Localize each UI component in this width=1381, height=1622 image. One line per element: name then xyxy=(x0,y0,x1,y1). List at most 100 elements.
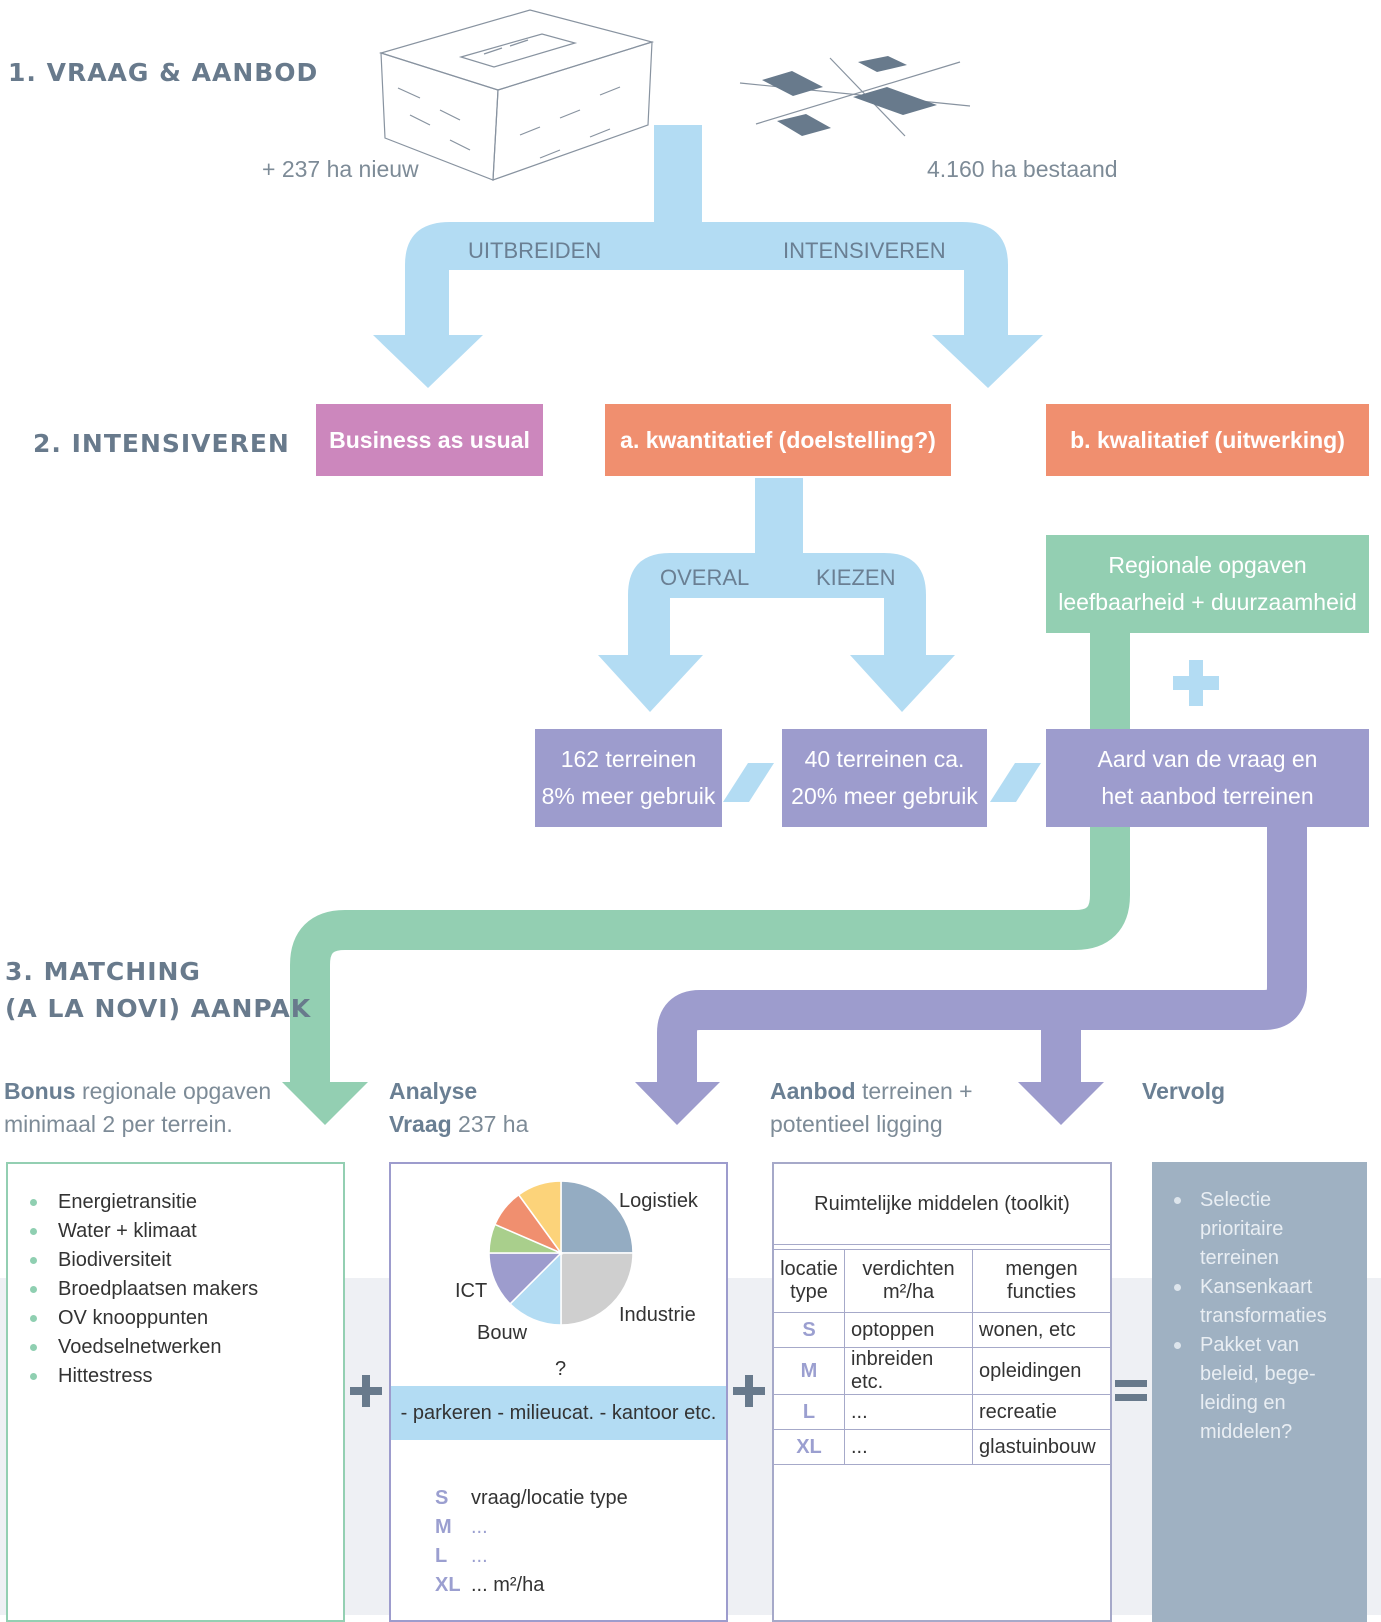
vervolg-list: Selectie prioritaire terreinen Kansenkaa… xyxy=(1152,1186,1352,1447)
toolkit-header-row: locatie type verdichten m²/ha mengen fun… xyxy=(773,1249,1111,1313)
size-key: M xyxy=(435,1516,452,1538)
kwantitatief-label: a. kwantitatief (doelstelling?) xyxy=(620,426,936,453)
toolkit-table: locatie type verdichten m²/ha mengen fun… xyxy=(773,1249,1111,1465)
aard-vraag-line1: Aard van de vraag en xyxy=(1097,746,1318,772)
bonus-item: OV knooppunten xyxy=(8,1304,343,1333)
equals-icon xyxy=(1115,1380,1147,1401)
toolkit-size-cell: M xyxy=(773,1347,845,1395)
bonus-column-title: Bonus regionale opgaven minimaal 2 per t… xyxy=(4,1075,304,1141)
branch-label-kiezen: KIEZEN xyxy=(816,565,896,590)
purple-arrowhead-left xyxy=(635,1082,720,1125)
parcel-grid-icon xyxy=(739,56,971,137)
size-key: L xyxy=(435,1545,448,1567)
size-key: XL xyxy=(435,1574,461,1596)
analyse-title-rest: 237 ha xyxy=(451,1111,529,1137)
toolkit-row: M inbreiden etc. opleidingen xyxy=(773,1347,1111,1395)
existing-hectare-label: 4.160 ha bestaand xyxy=(927,156,1118,182)
size-value: vraag/locatie type xyxy=(471,1487,628,1509)
terreinen-40-line2: 20% meer gebruik xyxy=(791,783,978,809)
toolkit-cell: optoppen xyxy=(844,1312,973,1348)
green-flow-line xyxy=(290,630,1130,1085)
regionale-opgaven-line1: Regionale opgaven xyxy=(1108,552,1307,578)
toolkit-title: Ruimtelijke middelen (toolkit) xyxy=(814,1192,1070,1215)
section-heading-intensiveren: 2. INTENSIVEREN xyxy=(33,429,290,458)
toolkit-cell: ... xyxy=(844,1394,973,1430)
criteria-bar: - parkeren - milieucat. - kantoor etc. xyxy=(391,1386,726,1440)
size-row: M... xyxy=(435,1513,628,1542)
terreinen-162-line1: 162 terreinen xyxy=(560,746,697,772)
bonus-item: Biodiversiteit xyxy=(8,1246,343,1275)
toolkit-header-cell: locatie type xyxy=(773,1249,845,1313)
top-fork-arrow xyxy=(373,125,1043,388)
demand-pie-chart xyxy=(488,1180,634,1326)
pie-label-industrie: Industrie xyxy=(619,1304,696,1326)
second-fork-arrow xyxy=(598,478,955,712)
size-key: S xyxy=(435,1487,449,1509)
toolkit-row: S optoppen wonen, etc xyxy=(773,1312,1111,1348)
section-heading-vraag-aanbod: 1. VRAAG & AANBOD xyxy=(8,58,319,87)
aard-vraag-line2: het aanbod terreinen xyxy=(1101,783,1314,809)
aard-vraag-aanbod-box: Aard van de vraag en het aanbod terreine… xyxy=(1046,729,1369,827)
pie-slice-logistiek xyxy=(560,1180,634,1254)
section-heading-matching-1: 3. MATCHING xyxy=(5,957,201,986)
business-as-usual-box: Business as usual xyxy=(316,404,543,476)
bonus-item: Energietransitie xyxy=(8,1188,343,1217)
section-heading-matching-2: (A LA NOVI) AANPAK xyxy=(5,994,312,1023)
toolkit-row: L ... recreatie xyxy=(773,1394,1111,1430)
new-hectare-label: + 237 ha nieuw xyxy=(262,156,419,182)
size-row: L... xyxy=(435,1542,628,1571)
bonus-list: Energietransitie Water + klimaat Biodive… xyxy=(8,1188,343,1391)
analyse-title-line1: Analyse xyxy=(389,1078,478,1104)
analyse-panel: Logistiek Industrie Bouw ICT ? - parkere… xyxy=(389,1162,728,1622)
kwalitatief-label: b. kwalitatief (uitwerking) xyxy=(1070,426,1345,453)
slash-2 xyxy=(990,763,1041,802)
toolkit-cell: wonen, etc xyxy=(972,1312,1111,1348)
terreinen-40-line1: 40 terreinen ca. xyxy=(804,746,965,772)
toolkit-cell: opleidingen xyxy=(972,1347,1111,1395)
pie-slice-industrie xyxy=(560,1252,634,1326)
slash-1 xyxy=(723,763,774,802)
vervolg-item: Pakket van beleid, bege-leiding en midde… xyxy=(1152,1331,1352,1447)
toolkit-header-cell: mengen functies xyxy=(972,1249,1111,1313)
bonus-item: Voedselnetwerken xyxy=(8,1333,343,1362)
pie-label-logistiek: Logistiek xyxy=(619,1190,698,1212)
analyse-title-bold: Vraag xyxy=(389,1111,452,1137)
criteria-text: - parkeren - milieucat. - kantoor etc. xyxy=(400,1401,717,1424)
toolkit-cell: recreatie xyxy=(972,1394,1111,1430)
business-as-usual-label: Business as usual xyxy=(329,426,530,453)
regionale-opgaven-line2: leefbaarheid + duurzaamheid xyxy=(1058,589,1357,615)
toolkit-cell: ... xyxy=(844,1429,973,1465)
kwantitatief-box: a. kwantitatief (doelstelling?) xyxy=(605,404,951,476)
toolkit-row: XL ... glastuinbouw xyxy=(773,1429,1111,1465)
bonus-title-line2: minimaal 2 per terrein. xyxy=(4,1111,233,1137)
terreinen-40-box: 40 terreinen ca. 20% meer gebruik xyxy=(782,729,987,827)
bonus-item: Hittestress xyxy=(8,1362,343,1391)
question-mark: ? xyxy=(555,1358,567,1380)
vervolg-title: Vervolg xyxy=(1142,1078,1226,1104)
bonus-item: Water + klimaat xyxy=(8,1217,343,1246)
size-value: ... xyxy=(471,1545,488,1567)
aanbod-title-bold: Aanbod xyxy=(770,1078,856,1104)
size-value: ... xyxy=(471,1516,488,1538)
regionale-opgaven-box: Regionale opgaven leefbaarheid + duurzaa… xyxy=(1046,535,1369,633)
toolkit-size-cell: L xyxy=(773,1394,845,1430)
plus-icon-1 xyxy=(350,1375,382,1407)
terreinen-162-line2: 8% meer gebruik xyxy=(541,783,716,809)
branch-label-uitbreiden: UITBREIDEN xyxy=(468,238,602,263)
plus-icon-2 xyxy=(733,1375,765,1407)
toolkit-cell: inbreiden etc. xyxy=(844,1347,973,1395)
toolkit-cell: glastuinbouw xyxy=(972,1429,1111,1465)
bonus-item: Broedplaatsen makers xyxy=(8,1275,343,1304)
pie-label-bouw: Bouw xyxy=(477,1322,528,1344)
bonus-title-rest: regionale opgaven xyxy=(75,1078,272,1104)
toolkit-panel: Ruimtelijke middelen (toolkit) locatie t… xyxy=(772,1162,1112,1622)
branch-label-overal: OVERAL xyxy=(660,565,750,590)
toolkit-title-box: Ruimtelijke middelen (toolkit) xyxy=(774,1164,1110,1245)
size-row: XL... m²/ha xyxy=(435,1571,628,1600)
pie-slice-6 xyxy=(517,1180,562,1256)
vervolg-item: Kansenkaart transformaties xyxy=(1152,1273,1352,1331)
pie-label-ict: ICT xyxy=(455,1280,488,1302)
vervolg-panel: Selectie prioritaire terreinen Kansenkaa… xyxy=(1152,1162,1367,1622)
